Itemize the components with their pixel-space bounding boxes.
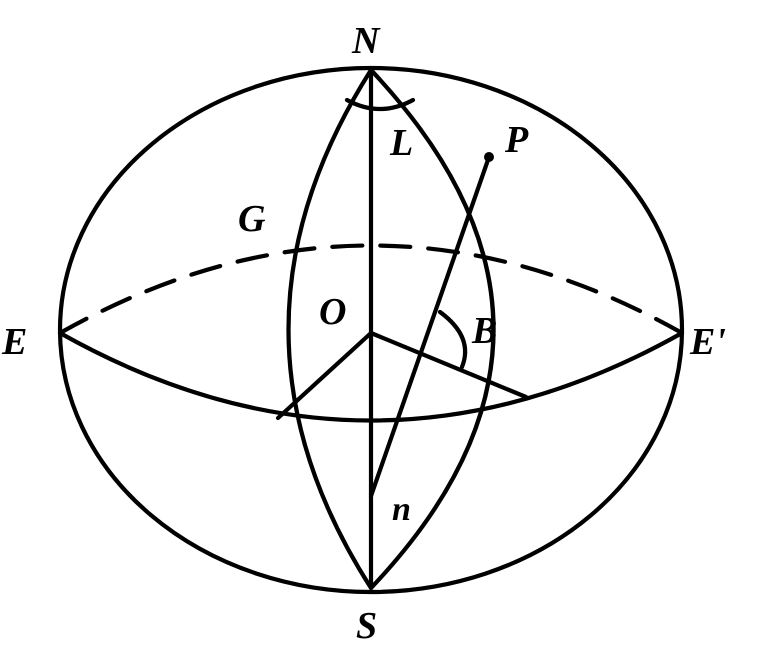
label-l: L bbox=[389, 122, 413, 164]
meridian-right bbox=[368, 67, 496, 591]
label-b: B bbox=[471, 310, 497, 352]
label-e: E bbox=[1, 321, 27, 363]
angle-arc-l bbox=[344, 97, 416, 111]
point-p bbox=[484, 152, 494, 162]
label-s: S bbox=[356, 605, 377, 647]
label-p: P bbox=[504, 119, 529, 161]
label-o: O bbox=[319, 291, 346, 333]
meridian-left bbox=[286, 67, 374, 591]
label-n: N bbox=[351, 20, 381, 62]
label-n-lower: n bbox=[392, 491, 411, 528]
angle-arc-b bbox=[437, 309, 468, 370]
label-g: G bbox=[238, 198, 266, 240]
label-e-prime: E' bbox=[689, 321, 726, 363]
radius-right bbox=[368, 330, 529, 400]
radius-left bbox=[275, 330, 374, 421]
equator-back-dashed bbox=[57, 243, 685, 336]
normal-line bbox=[368, 154, 492, 499]
